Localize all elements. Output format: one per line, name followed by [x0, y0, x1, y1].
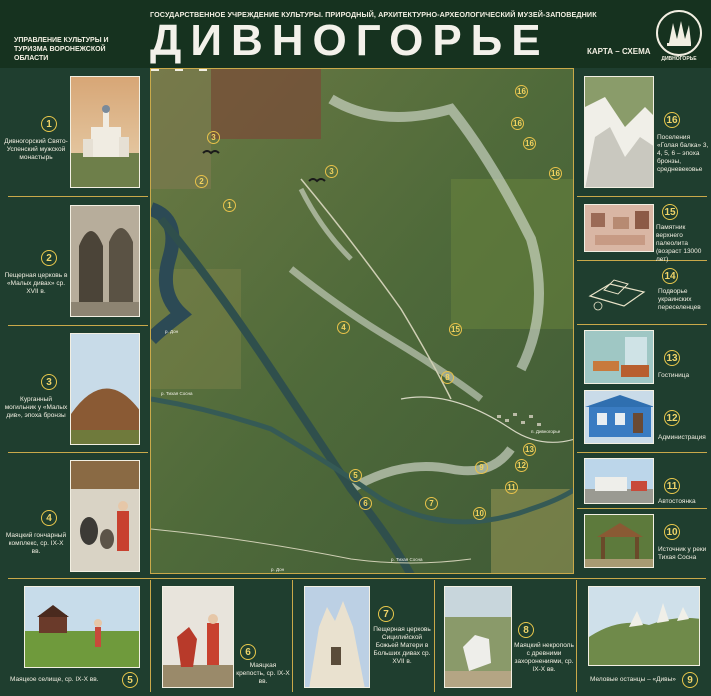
caption-chalk-pillars: Меловые останцы – «Дивы»: [590, 676, 676, 683]
caption-administration: Администрация: [658, 434, 706, 441]
marker-number: 11: [664, 478, 680, 494]
map-marker-6[interactable]: 6: [359, 497, 372, 510]
caption-cave-church-small: Пещерная церковь в «Малых дивах» ср. XVI…: [4, 272, 68, 295]
museum-subtitle: ГОСУДАРСТВЕННОЕ УЧРЕЖДЕНИЕ КУЛЬТУРЫ. ПРИ…: [150, 10, 597, 19]
label-divnogorye-village: п. Дивногорье: [531, 429, 561, 434]
marker-number: 10: [664, 524, 680, 540]
divider: [150, 580, 151, 692]
map-marker-9[interactable]: 9: [475, 461, 488, 474]
marker-number: 1: [41, 116, 57, 132]
header: УПРАВЛЕНИЕ КУЛЬТУРЫ И ТУРИЗМА ВОРОНЕЖСКО…: [0, 0, 711, 68]
label-tikhaya-sosna: р. Тихая Сосна: [161, 391, 193, 396]
caption-spring: Источник у реки Тихая Сосна: [658, 546, 707, 561]
page-title: ДИВНОГОРЬЕ: [150, 16, 550, 65]
photo-farmstead: [584, 266, 654, 318]
map-marker-7[interactable]: 7: [425, 497, 438, 510]
marker-number: 2: [41, 250, 57, 266]
divider: [8, 325, 148, 326]
photo-chalk-pillars: [588, 586, 700, 666]
marker-number: 16: [664, 112, 680, 128]
caption-kurgan: Курганный могильник у «Малых див», эпоха…: [4, 396, 68, 419]
caption-pottery: Маяцкий гончарный комплекс, ср. IX-X вв.: [5, 532, 67, 555]
divider: [434, 580, 435, 692]
caption-fortress: Маяцкая крепость, ср. IX-X вв.: [236, 662, 290, 685]
marker-number: 3: [41, 374, 57, 390]
caption-golaya-balka: Поселения «Голая балка» 3, 4, 5, 6 – эпо…: [657, 134, 709, 173]
map-marker-16[interactable]: 16: [515, 85, 528, 98]
label-don-river: р. Дон: [165, 329, 179, 334]
divider: [292, 580, 293, 692]
map-marker-3[interactable]: 3: [207, 131, 220, 144]
map-marker-16[interactable]: 16: [523, 137, 536, 150]
label-tikhaya-sosna-bottom: р. Тихая Сосна: [391, 557, 423, 562]
divider: [8, 196, 148, 197]
photo-kurgan: [70, 333, 140, 445]
marker-number: 13: [664, 350, 680, 366]
photo-paleolith: [584, 204, 654, 252]
divider: [577, 260, 707, 261]
divider: [577, 324, 707, 325]
photo-settlement: [24, 586, 140, 668]
divider: [8, 578, 706, 579]
map-marker-11[interactable]: 11: [505, 481, 518, 494]
marker-number: 9: [682, 672, 698, 688]
divider: [577, 452, 707, 453]
caption-hotel: Гостиница: [658, 372, 690, 379]
map-marker-16[interactable]: 16: [511, 117, 524, 130]
photo-fortress: [162, 586, 234, 688]
photo-golaya-balka: [584, 76, 654, 188]
marker-number: 8: [518, 622, 534, 638]
divider: [8, 452, 148, 453]
photo-pottery: [70, 460, 140, 572]
photo-cave-church-small: [70, 205, 140, 317]
photo-monastery: [70, 76, 140, 188]
caption-farmstead: Подворье украинских переселенцев: [658, 288, 701, 311]
divider: [577, 196, 707, 197]
map-marker-4[interactable]: 4: [337, 321, 350, 334]
logo-caption: ДИВНОГОРЬЕ: [661, 56, 697, 62]
map-marker-1[interactable]: 1: [223, 199, 236, 212]
caption-necropolis: Маяцкий некрополь с древними захоронения…: [514, 642, 574, 673]
organization-name: УПРАВЛЕНИЕ КУЛЬТУРЫ И ТУРИЗМА ВОРОНЕЖСКО…: [14, 37, 109, 62]
photo-spring: [584, 514, 654, 568]
photo-hotel: [584, 330, 654, 384]
marker-number: 14: [662, 268, 678, 284]
label-don-bottom: р. Дон: [271, 567, 285, 572]
map-marker-3[interactable]: 3: [325, 165, 338, 178]
map-marker-13[interactable]: 13: [523, 443, 536, 456]
map-marker-15[interactable]: 15: [449, 323, 462, 336]
marker-number: 6: [240, 644, 256, 660]
map-marker-5[interactable]: 5: [349, 469, 362, 482]
divider: [576, 580, 577, 692]
divider: [577, 508, 707, 509]
map-marker-8[interactable]: 8: [441, 371, 454, 384]
caption-paleolith: Памятник верхнего палеолита (возраст 130…: [656, 224, 702, 263]
caption-settlement: Маяцкое селище, ср. IX-X вв.: [10, 676, 99, 683]
photo-parking: [584, 458, 654, 504]
marker-number: 7: [378, 606, 394, 622]
photo-cave-church-big: [304, 586, 370, 688]
map-marker-10[interactable]: 10: [473, 507, 486, 520]
marker-number: 12: [664, 410, 680, 426]
satellite-map[interactable]: 3 2 3 1 16 16 16 16 4 15 8 5 6 7 9 13 12…: [150, 68, 574, 574]
photo-administration: [584, 390, 654, 444]
marker-number: 4: [41, 510, 57, 526]
map-marker-2[interactable]: 2: [195, 175, 208, 188]
scheme-label: КАРТА – СХЕМА: [587, 47, 651, 56]
marker-number: 15: [662, 204, 678, 220]
caption-parking: Автостоянка: [658, 498, 696, 505]
map-marker-12[interactable]: 12: [515, 459, 528, 472]
caption-cave-church-big: Пещерная церковь Сицилийской Божьей Мате…: [373, 626, 431, 665]
caption-monastery: Дивногорский Свято-Успенский мужской мон…: [4, 138, 68, 161]
photo-necropolis: [444, 586, 512, 688]
museum-logo-icon: [656, 10, 702, 56]
map-marker-16[interactable]: 16: [549, 167, 562, 180]
marker-number: 5: [122, 672, 138, 688]
